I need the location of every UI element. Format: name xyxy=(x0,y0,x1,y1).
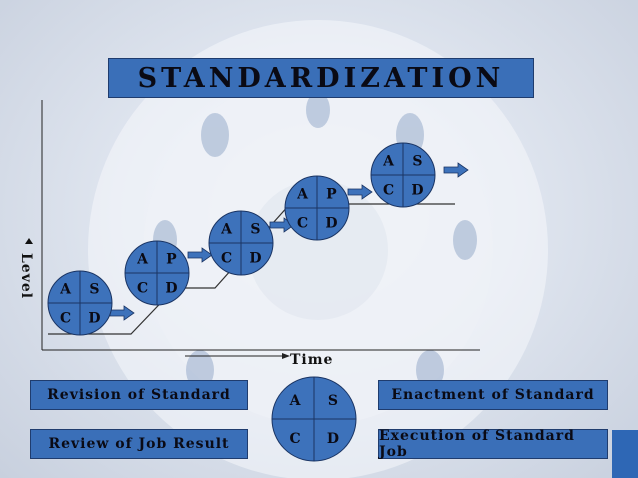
corner-accent xyxy=(612,430,638,478)
pdca-circle-2-cell-bottom-left: C xyxy=(137,280,148,296)
pdca-center-circle-cell-bottom-right: D xyxy=(327,431,339,447)
level-staircase xyxy=(48,203,455,335)
step-arrow-5 xyxy=(443,162,469,178)
time-arrow-icon xyxy=(282,353,290,359)
pdca-circle-4: A P C D xyxy=(284,175,350,241)
pdca-circle-5-cell-bottom-left: C xyxy=(383,182,394,198)
pdca-circle-1-cell-top-right: S xyxy=(89,282,99,298)
pdca-center-circle-cell-bottom-left: C xyxy=(290,431,301,447)
enactment-label: Enactment of Standard xyxy=(391,387,595,403)
pdca-circle-4-cell-top-left: A xyxy=(296,187,309,203)
pdca-center-circle: A S C D xyxy=(271,376,357,462)
step-arrow-4 xyxy=(347,184,373,200)
pdca-circle-1-cell-bottom-right: D xyxy=(88,310,100,326)
pdca-circle-5: A S C D xyxy=(370,142,436,208)
pdca-circle-5-cell-top-left: A xyxy=(382,154,395,170)
review-label: Review of Job Result xyxy=(48,436,230,452)
pdca-center-circle-cell-top-right: S xyxy=(328,393,338,409)
title-box: STANDARDIZATION xyxy=(108,58,534,98)
pdca-circle-1: A S C D xyxy=(47,270,113,336)
pdca-circle-2-cell-top-right: P xyxy=(166,252,177,268)
revision-box: Revision of Standard xyxy=(30,380,248,410)
revision-label: Revision of Standard xyxy=(47,387,231,403)
pdca-circle-5-cell-top-right: S xyxy=(412,154,422,170)
pdca-circle-3-cell-top-left: A xyxy=(220,222,233,238)
pdca-circle-3: A S C D xyxy=(208,210,274,276)
review-box: Review of Job Result xyxy=(30,429,248,459)
pdca-center-circle-cell-top-left: A xyxy=(289,393,302,409)
pdca-circle-2: A P C D xyxy=(124,240,190,306)
page-title: STANDARDIZATION xyxy=(137,62,505,94)
enactment-box: Enactment of Standard xyxy=(378,380,608,410)
pdca-circle-4-cell-bottom-right: D xyxy=(325,215,337,231)
pdca-circle-2-cell-bottom-right: D xyxy=(165,280,177,296)
step-arrow-2 xyxy=(187,247,213,263)
pdca-circle-4-cell-bottom-left: C xyxy=(297,215,308,231)
pdca-circle-1-cell-top-left: A xyxy=(59,282,72,298)
execution-label: Execution of Standard Job xyxy=(379,428,575,460)
pdca-circle-3-cell-top-right: S xyxy=(250,222,260,238)
y-arrow-icon xyxy=(25,238,33,244)
pdca-circle-4-cell-top-right: P xyxy=(326,187,337,203)
pdca-circle-3-cell-bottom-left: C xyxy=(221,250,232,266)
pdca-circle-5-cell-bottom-right: D xyxy=(411,182,423,198)
execution-box: Execution of Standard Job xyxy=(378,428,608,460)
x-axis-label: Time xyxy=(290,352,334,368)
pdca-circle-3-cell-bottom-right: D xyxy=(249,250,261,266)
step-arrow-1 xyxy=(109,305,135,321)
pdca-circle-2-cell-top-left: A xyxy=(136,252,149,268)
step-arrows xyxy=(109,162,469,321)
pdca-circle-1-cell-bottom-left: C xyxy=(60,310,71,326)
